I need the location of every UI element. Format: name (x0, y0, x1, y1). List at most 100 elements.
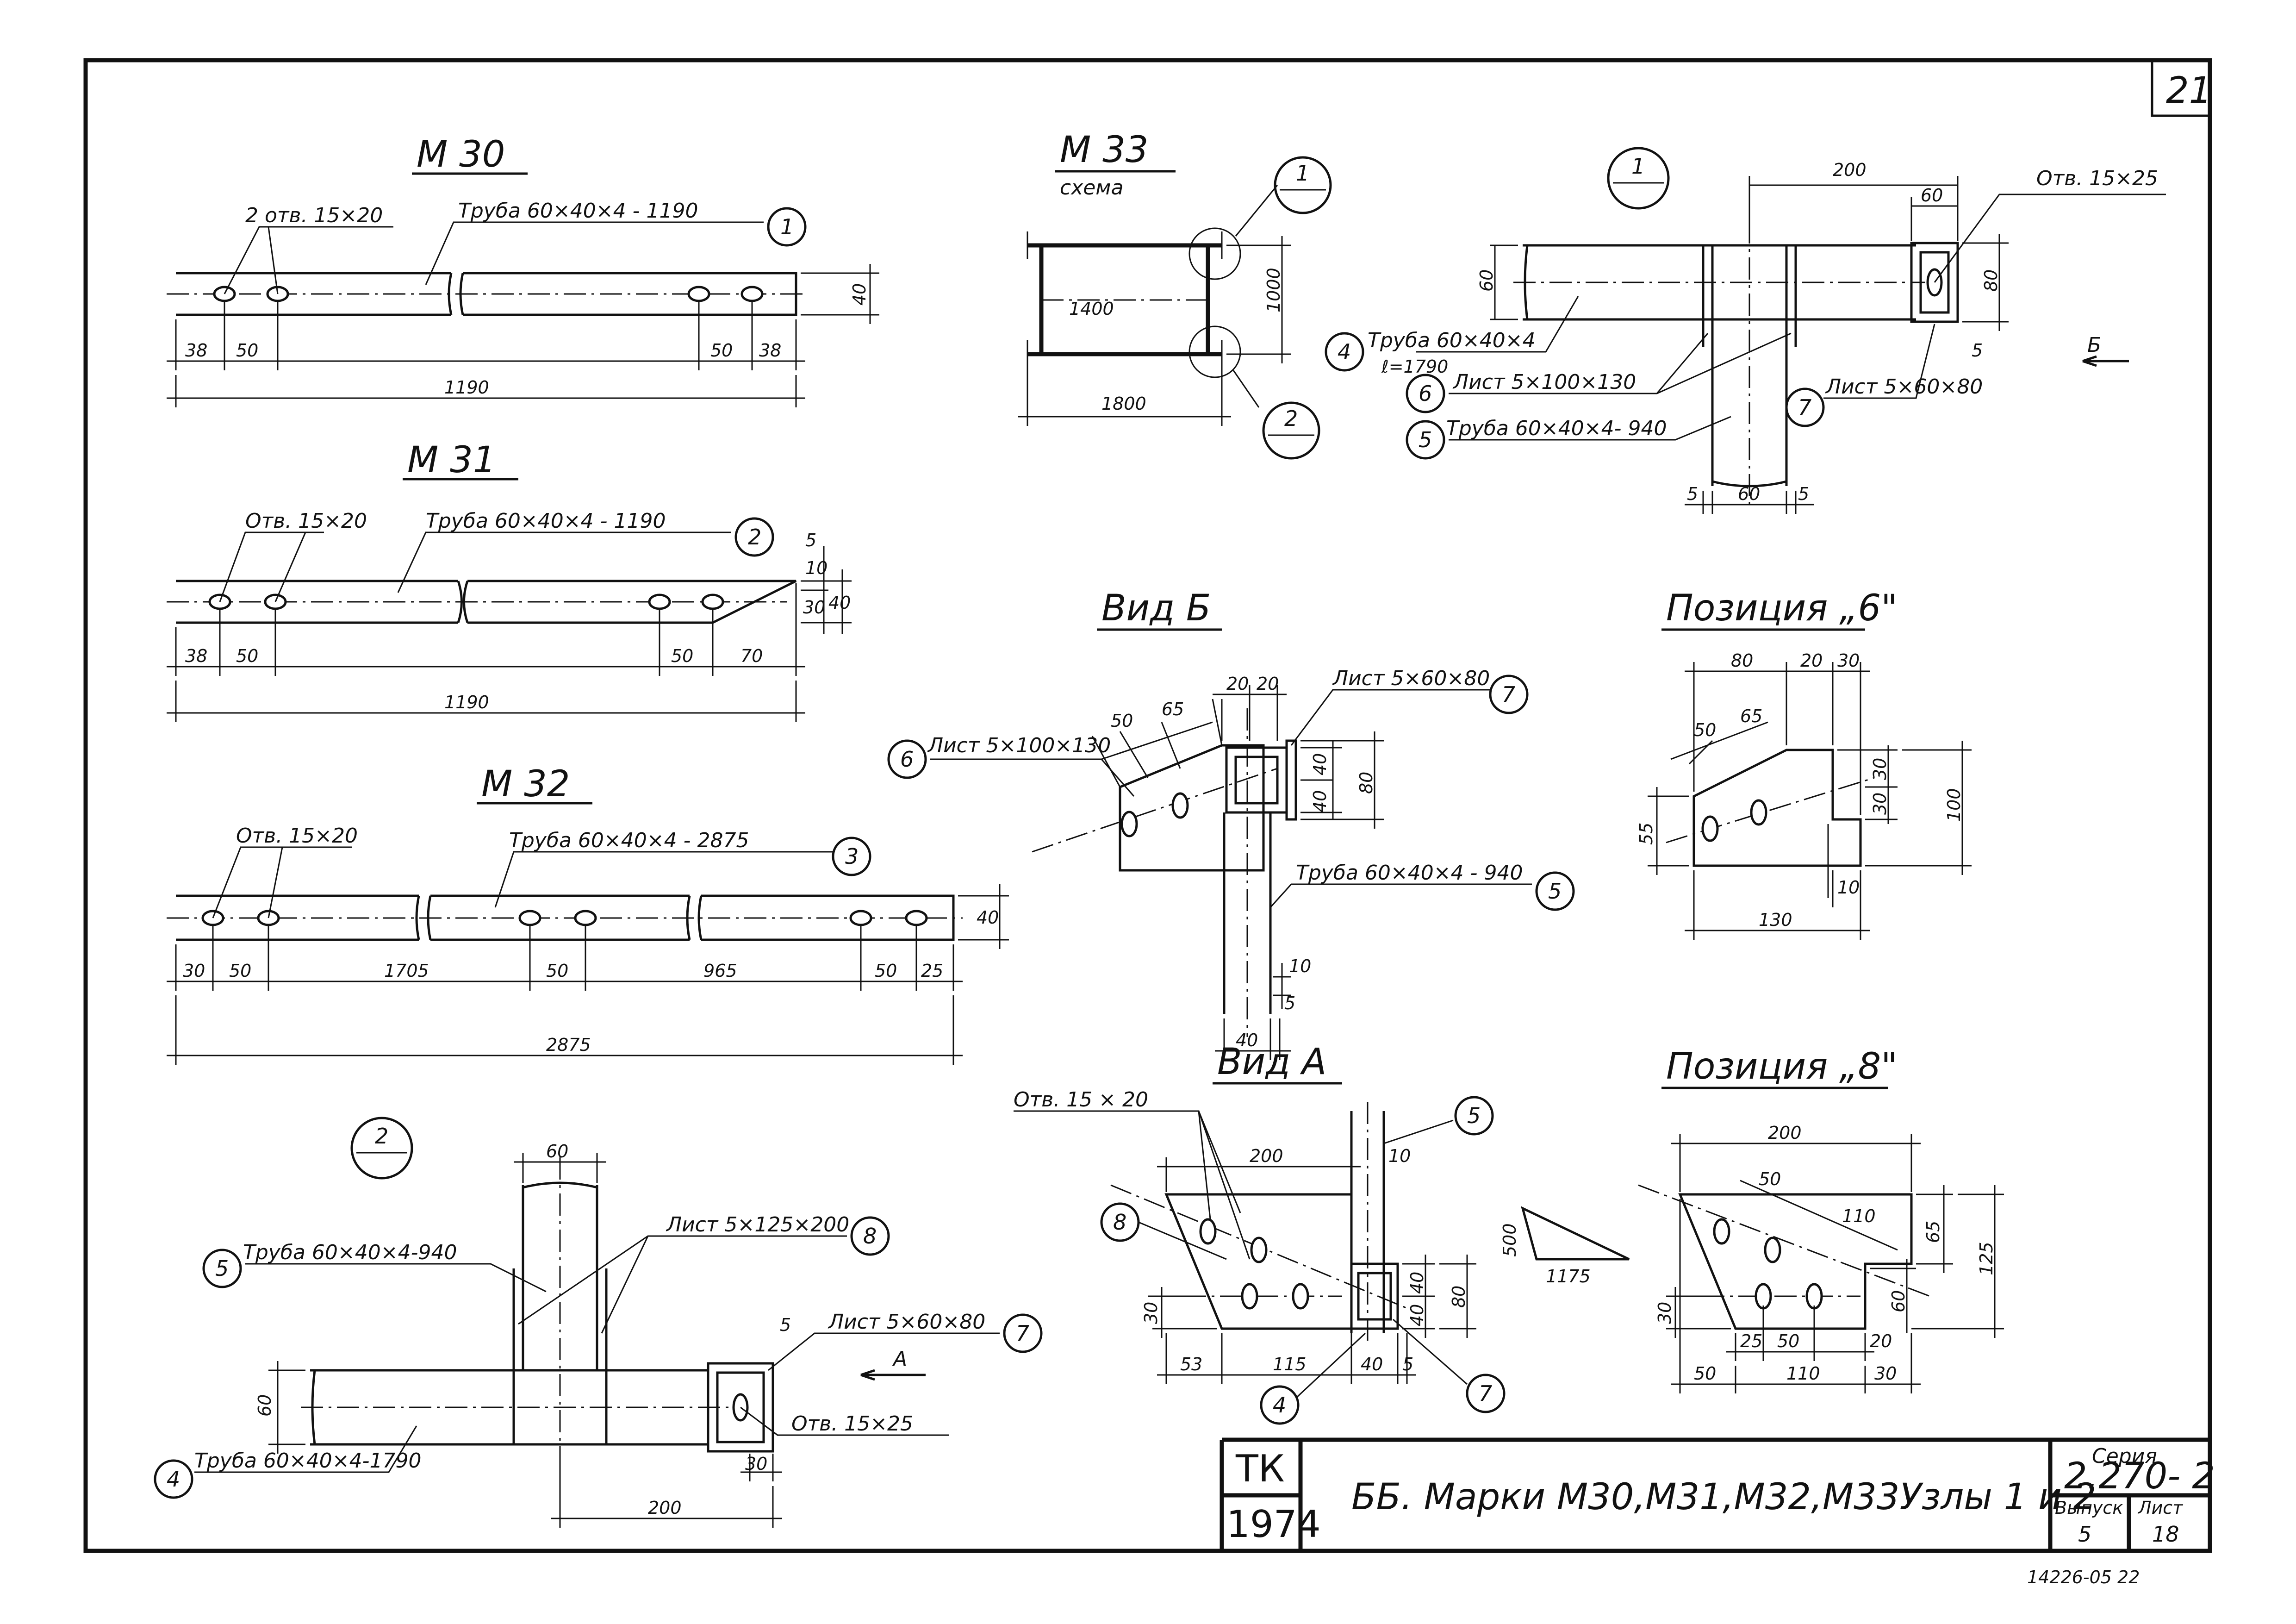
node1-pos-7: 7 (1798, 395, 1811, 420)
title-block: ТК 1974 ББ. Марки М30,М31,М32,М33Узлы 1 … (1220, 1437, 2215, 1551)
drawing-m33: М 33 схема 1 2 1400 1000 1800 (1018, 129, 1332, 460)
pos8-dim-9: 20 (1870, 1331, 1892, 1351)
view-b-pos-7: 7 (1502, 682, 1515, 707)
drawing-node2: 2 60 60 5 30 200 5 Труба 60×40×4-940 8 Л… (154, 1117, 1043, 1528)
pos8-dim-1: 50 (1759, 1169, 1781, 1189)
node2-callout: 2 (375, 1124, 388, 1149)
pos8-title: Позиция „8" (1666, 1046, 1898, 1087)
pos6-dim-8: 55 (1636, 823, 1656, 845)
view-b-dim-1: 65 (1162, 699, 1184, 719)
pos6-dim-1: 20 (1800, 650, 1823, 671)
title-block-series-label: Серия (2092, 1444, 2157, 1468)
pos8-dim-2: 110 (1842, 1206, 1876, 1226)
pos6-dim-4: 65 (1740, 706, 1762, 726)
node1-plate7: Лист 5×60×80 (1825, 375, 1983, 399)
node1-callout: 1 (1631, 154, 1645, 179)
m32-dim-5: 50 (875, 961, 897, 981)
view-b-plate7: Лист 5×60×80 (1332, 667, 1490, 690)
view-a-dim-6: 5 (1402, 1354, 1413, 1374)
view-a-dim-9: 80 (1449, 1286, 1469, 1308)
m32-dim-1: 50 (229, 961, 251, 981)
sheet-number: 21 (2166, 70, 2212, 112)
node2-pipe4: Труба 60×40×4-1790 (194, 1449, 422, 1473)
m32-dim-8: 2875 (546, 1035, 591, 1055)
pos6-dim-2: 30 (1837, 650, 1860, 671)
view-a-dim-8: 40 (1407, 1304, 1427, 1326)
view-b-pos-5: 5 (1548, 879, 1562, 904)
pos8-dim-11: 110 (1786, 1363, 1820, 1384)
node1-pipe5: Труба 60×40×4- 940 (1446, 417, 1667, 440)
view-a-dim-0: 200 (1250, 1146, 1283, 1166)
view-b-dim-7: 10 (1289, 956, 1311, 976)
pos6-dim-10: 130 (1759, 910, 1792, 930)
view-b-plate6: Лист 5×100×130 (927, 734, 1111, 757)
node1-pos-4: 4 (1338, 339, 1351, 364)
node2-dim-3: 30 (745, 1454, 767, 1474)
view-a-dim-3: 53 (1180, 1354, 1202, 1374)
m30-title: М 30 (417, 134, 505, 175)
m30-dim-3: 38 (759, 340, 781, 361)
pos8-dim-8: 50 (1777, 1331, 1799, 1351)
m32-title: М 32 (481, 763, 570, 805)
m33-dim-1: 1000 (1263, 268, 1284, 312)
view-b-dim-5: 40 (1310, 790, 1330, 812)
view-a-dim-5: 40 (1361, 1354, 1383, 1374)
view-a-dim-7: 40 (1407, 1272, 1427, 1294)
m31-dim-1: 50 (236, 646, 258, 666)
m33-title: М 33 (1060, 129, 1148, 171)
view-b-pipe5: Труба 60×40×4 - 940 (1296, 861, 1523, 885)
drawing-view-a: Вид А Отв. 15 × 20 200 10 30 53 115 40 5… (1014, 1041, 1630, 1425)
view-b-title: Вид Б (1101, 587, 1211, 629)
m32-dim-7: 40 (977, 907, 999, 928)
node2-plate7: Лист 5×60×80 (828, 1310, 985, 1334)
sheet-number-box (2151, 60, 2210, 117)
drawing-view-b: Вид Б 50 65 20 20 40 40 80 10 40 5 6 Лис… (887, 587, 1575, 1060)
node2-pos-8: 8 (863, 1224, 877, 1249)
view-a-pos-7: 7 (1479, 1381, 1492, 1406)
node1-dim-4: 5 (1972, 340, 1983, 361)
pos6-dim-3: 50 (1694, 720, 1716, 740)
m30-pipe-label: Труба 60×40×4 - 1190 (458, 199, 698, 223)
node1-dim-0: 200 (1833, 160, 1867, 180)
node1-hole: Отв. 15×25 (2036, 167, 2158, 190)
m31-title: М 31 (407, 439, 496, 481)
view-b-dim-8: 40 (1236, 1030, 1258, 1050)
node1-dim-2: 60 (1476, 269, 1497, 292)
title-block-issue-value: 5 (2078, 1522, 2091, 1547)
pos6-dim-9: 10 (1837, 877, 1860, 898)
drawing-node1: 1 200 60 60 80 5 5 60 5 4 Труба 60×40×4 … (1325, 147, 2166, 514)
title-block-sheet-value: 18 (2152, 1522, 2179, 1547)
pos6-dim-7: 100 (1944, 788, 1964, 822)
view-a-pos-4: 4 (1273, 1393, 1286, 1418)
m32-dim-2: 1705 (384, 961, 429, 981)
node2-hole: Отв. 15×25 (791, 1412, 913, 1436)
view-b-dim-9: 5 (1284, 993, 1295, 1013)
drawing-m32: М 32 Отв. 15×20 Труба 60×40×4 - 2875 3 3… (167, 763, 1009, 1065)
node2-dim-1: 60 (255, 1394, 275, 1417)
pos6-dim-5: 30 (1870, 758, 1890, 780)
node1-plate6: Лист 5×100×130 (1452, 370, 1636, 394)
view-b-dim-4: 40 (1310, 753, 1330, 775)
drawing-m31: М 31 Отв. 15×20 Труба 60×40×4 - 1190 2 3… (167, 439, 852, 722)
pos8-dim-6: 30 (1655, 1302, 1675, 1324)
m32-dim-0: 30 (183, 961, 205, 981)
view-a-holes-label: Отв. 15 × 20 (1014, 1088, 1148, 1112)
m31-dim-2: 50 (671, 646, 693, 666)
m33-dim-0: 1400 (1069, 299, 1114, 319)
m30-holes-label: 2 отв. 15×20 (245, 204, 383, 227)
pos8-dim-5: 60 (1888, 1290, 1909, 1312)
node2-pos-4: 4 (167, 1467, 180, 1492)
m32-holes-label: Отв. 15×20 (236, 824, 358, 848)
node1-pipe-main: Труба 60×40×4 (1368, 329, 1536, 352)
m33-dim-2: 1800 (1101, 394, 1146, 414)
pos8-dim-3: 65 (1923, 1221, 1943, 1243)
node1-dim-3: 80 (1981, 269, 2001, 292)
view-a-dim-4: 115 (1273, 1354, 1307, 1374)
view-a-triangle-dim-1: 1175 (1546, 1266, 1591, 1287)
pos8-dim-10: 50 (1694, 1363, 1716, 1384)
drawing-pos6: Позиция „6" 80 20 30 50 65 30 30 100 55 … (1636, 587, 1972, 940)
pos8-dim-12: 30 (1874, 1363, 1897, 1384)
node1-pos-5: 5 (1419, 427, 1432, 452)
m30-dim-5: 1190 (444, 377, 489, 398)
m30-dim-0: 38 (185, 340, 207, 361)
